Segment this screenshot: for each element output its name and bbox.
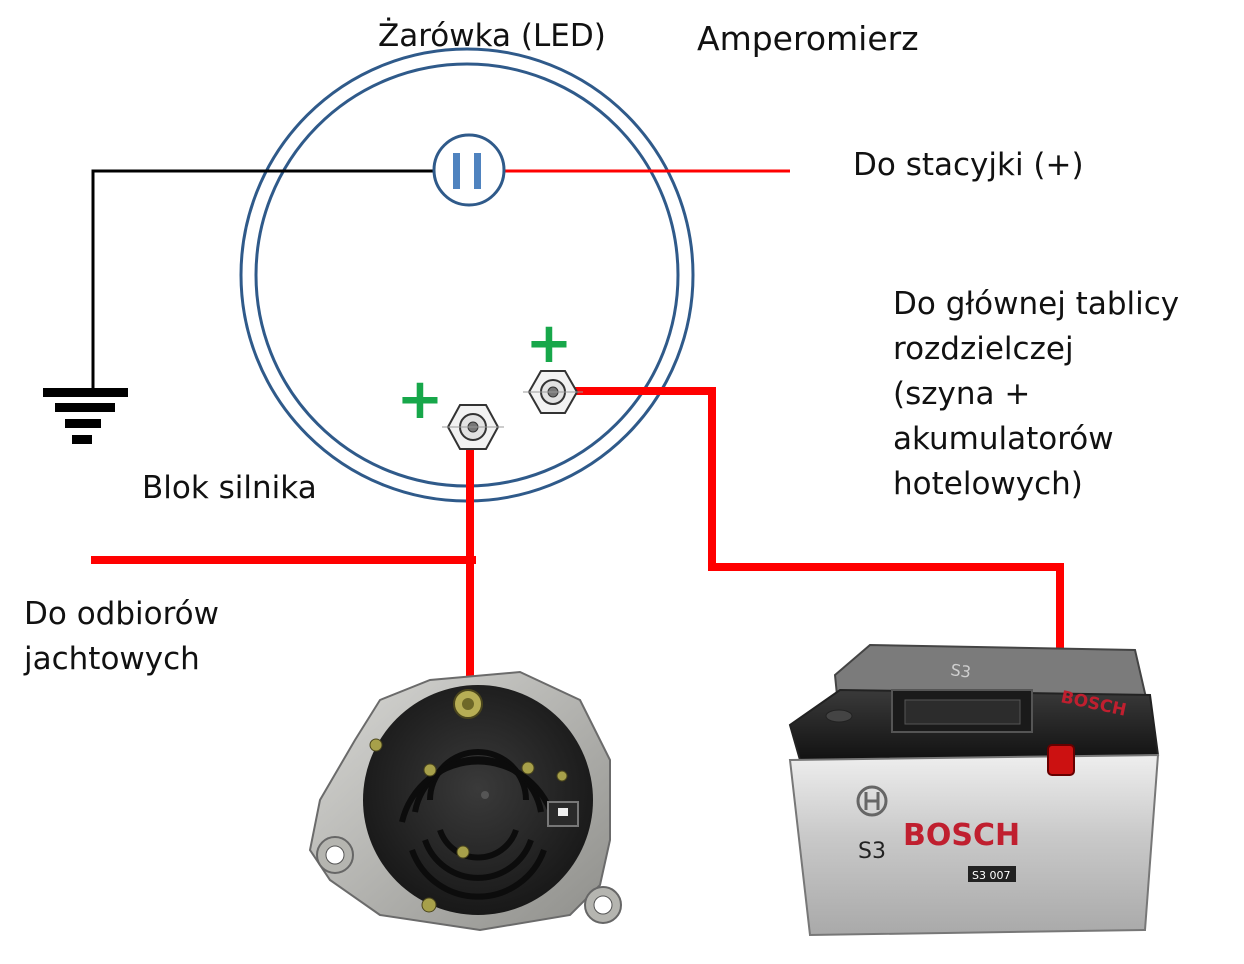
- bulb-label: Żarówka (LED): [378, 18, 606, 54]
- battery-lid-model: S3: [949, 660, 972, 682]
- right-terminal-nut-icon: [523, 370, 583, 414]
- right-plus-sign: +: [526, 311, 573, 376]
- battery-image: BOSCH S3 BOSCH S3 S3 007: [788, 643, 1160, 937]
- ignition-label: Do stacyjki (+): [853, 147, 1084, 183]
- consumers-label: Do odbiorów jachtowych: [24, 596, 219, 677]
- led-bulb-icon: [432, 133, 506, 207]
- ground-symbol-icon: [43, 388, 128, 444]
- left-plus-sign: +: [397, 367, 444, 432]
- left-terminal-nut-icon: [442, 404, 504, 450]
- battery-brand-label: BOSCH: [903, 818, 1020, 853]
- engine-block-label: Blok silnika: [142, 470, 317, 506]
- positive-wires: [91, 387, 1064, 758]
- battery-wire: [556, 387, 1064, 758]
- alternator-image: [308, 670, 622, 932]
- ammeter-label: Amperomierz: [697, 19, 919, 58]
- battery-code-label: S3 007: [972, 869, 1010, 882]
- switchboard-label: Do głównej tablicy rozdzielczej (szyna +…: [893, 286, 1180, 502]
- battery-model-label: S3: [858, 839, 886, 864]
- ground-wire: [91, 169, 433, 390]
